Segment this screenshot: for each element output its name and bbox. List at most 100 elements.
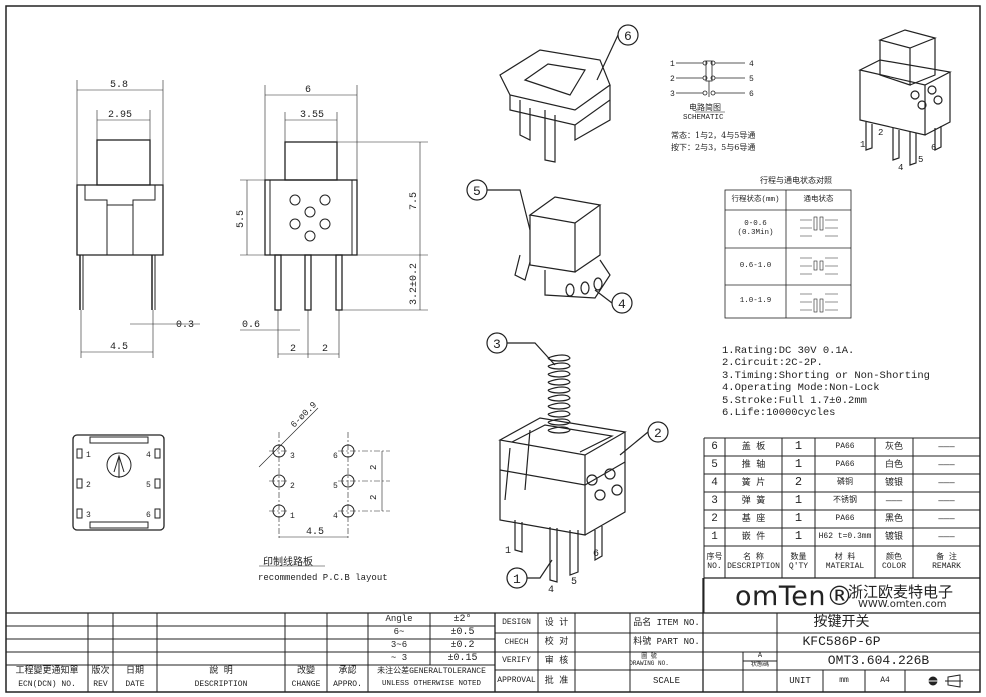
pcb-dim-pitch-a: 2 — [369, 465, 379, 470]
pcb-pin-6: 6 — [333, 452, 338, 461]
callout-4: 4 — [618, 297, 626, 312]
parts-header-color-cn: 颜色 — [886, 552, 902, 562]
drawing-rev-label: 状態碼 — [750, 661, 769, 669]
callout-6: 6 — [624, 29, 632, 44]
dim-front-button: 2.95 — [108, 110, 132, 121]
paper-size: A4 — [880, 676, 890, 686]
stroke-table-header-stroke: 行程状态(mm) — [731, 195, 780, 204]
dim-side-pin-length: 3.2±0.2 — [409, 263, 420, 305]
iso-pin-1: 1 — [860, 140, 865, 150]
explode-pin-4: 4 — [548, 585, 554, 596]
iso-pin-6: 6 — [931, 143, 936, 153]
part-3-no: 3 — [711, 494, 718, 507]
scale-label: SCALE — [652, 675, 680, 686]
rev-header-1-en: REV — [93, 679, 108, 689]
spec-rating: 1.Rating:DC 30V 0.1A. — [722, 345, 855, 357]
sheet-border — [5, 5, 981, 693]
item-value: 按键开关 — [813, 614, 870, 631]
parts-header-qty-cn: 数量 — [790, 552, 807, 562]
spec-timing: 3.Timing:Shorting or Non-Shorting — [722, 369, 930, 382]
pcb-dim-pitch-b: 2 — [369, 495, 379, 500]
bottom-pin-3: 3 — [86, 511, 91, 520]
part-5-qty: 1 — [794, 457, 803, 472]
signoff-verify-en: VERIFY — [502, 656, 531, 666]
spec-life: 6.Life:10000cycles — [722, 407, 836, 420]
dim-side-button: 3.55 — [300, 110, 324, 121]
callout-3: 3 — [493, 337, 501, 352]
dim-side-total-height: 7.5 — [409, 192, 420, 210]
rev-header-2-en: DATE — [125, 679, 145, 689]
pcb-hole-spec: 6-ø0.9 — [289, 400, 319, 430]
drawing-label-cn: 圖 號 — [641, 653, 657, 661]
drawing-rev: A — [757, 652, 763, 661]
callout-2: 2 — [654, 426, 662, 441]
parts-header-name-cn: 名 称 — [743, 552, 764, 562]
stroke-row-3: 1.0-1.9 — [739, 297, 772, 306]
bottom-pin-6: 6 — [146, 511, 151, 520]
schematic-normal-state: 常态：1与2，4与5导通 — [671, 131, 756, 140]
part-2-remark: ——— — [938, 513, 955, 524]
part-6-qty: 1 — [794, 439, 803, 454]
spec-stroke: 5.Stroke:Full 1.7±0.2mm — [722, 394, 867, 407]
schematic-pressed-state: 按下：2与3，5与6导通 — [671, 143, 756, 152]
rev-header-2-cn: 日期 — [125, 666, 144, 677]
tolerance-range: ~ 3 — [390, 653, 408, 664]
tolerance-range: 3~6 — [390, 640, 408, 651]
part-6-remark: ——— — [938, 441, 955, 452]
pcb-pin-2: 2 — [290, 482, 295, 491]
signoff-design-cn: 设 计 — [544, 617, 569, 628]
signoff-chech-en: CHECH — [504, 637, 529, 647]
parts-header-remark-cn: 备 注 — [936, 552, 957, 562]
unit-label: UNIT — [789, 675, 811, 686]
parts-header-name-en: DESCRIPTION — [727, 562, 780, 571]
part-5-name: 推 轴 — [741, 459, 766, 470]
company-logo: omTen® — [735, 581, 854, 612]
dim-side-width: 6 — [305, 85, 311, 96]
schematic-pin-4: 4 — [749, 60, 754, 69]
part-1-name: 嵌 件 — [741, 531, 766, 542]
tolerance-value: ±2° — [453, 613, 472, 625]
side-view — [240, 85, 428, 358]
pcb-pin-4: 4 — [333, 512, 338, 521]
part-4-name: 簧 片 — [741, 477, 766, 488]
part-1-no: 1 — [711, 530, 718, 543]
spec-list: 1.Rating:DC 30V 0.1A. 2.Circuit:2C-2P. 3… — [722, 345, 930, 419]
part-5-no: 5 — [711, 458, 718, 471]
part-6-name: 盖 板 — [741, 441, 766, 452]
rev-header-5-cn: 承認 — [338, 666, 357, 677]
stroke-row-1-min: (0.3Min) — [737, 229, 774, 237]
part-1-color: 镀银 — [884, 531, 903, 542]
pcb-layout — [258, 407, 390, 567]
part-3-material: 不锈钢 — [833, 496, 857, 506]
signoff-approval-cn: 批 准 — [544, 675, 569, 686]
part-4-no: 4 — [711, 476, 718, 489]
bottom-view — [72, 434, 165, 531]
tolerance-value: ±0.5 — [450, 626, 475, 638]
rev-header-6-cn: 未注公差GENERALTOLERANCE — [377, 666, 486, 676]
rev-header-0-en: ECN(DCN) NO. — [18, 679, 76, 689]
schematic-diagram — [676, 60, 745, 97]
signoff-approval-en: APPROVAL — [497, 676, 536, 686]
callout-5: 5 — [473, 184, 481, 199]
part-4-remark: ——— — [938, 477, 955, 488]
rev-header-0-cn: 工程變更通知單 — [15, 666, 79, 677]
part-6-color: 灰色 — [884, 441, 903, 452]
signoff-chech-cn: 校 对 — [544, 637, 569, 648]
part-4-qty: 2 — [794, 475, 803, 490]
pcb-pin-1: 1 — [290, 512, 295, 521]
part-label: 料號 PART NO. — [633, 637, 700, 648]
part-2-material: PA66 — [835, 514, 855, 524]
part-5-material: PA66 — [835, 460, 855, 470]
spec-circuit: 2.Circuit:2C-2P. — [722, 357, 823, 370]
stroke-row-1: 0-0.6 (0.3Min) — [725, 210, 786, 248]
schematic-title-cn: 电路简图 — [689, 103, 721, 112]
part-value: KFC586P-6P — [802, 634, 881, 650]
rev-header-5-en: APPRO. — [333, 679, 362, 689]
rev-header-3-en: DESCRIPTION — [194, 679, 248, 689]
part-2-name: 基 座 — [741, 513, 766, 524]
title-block-grid — [6, 578, 980, 692]
